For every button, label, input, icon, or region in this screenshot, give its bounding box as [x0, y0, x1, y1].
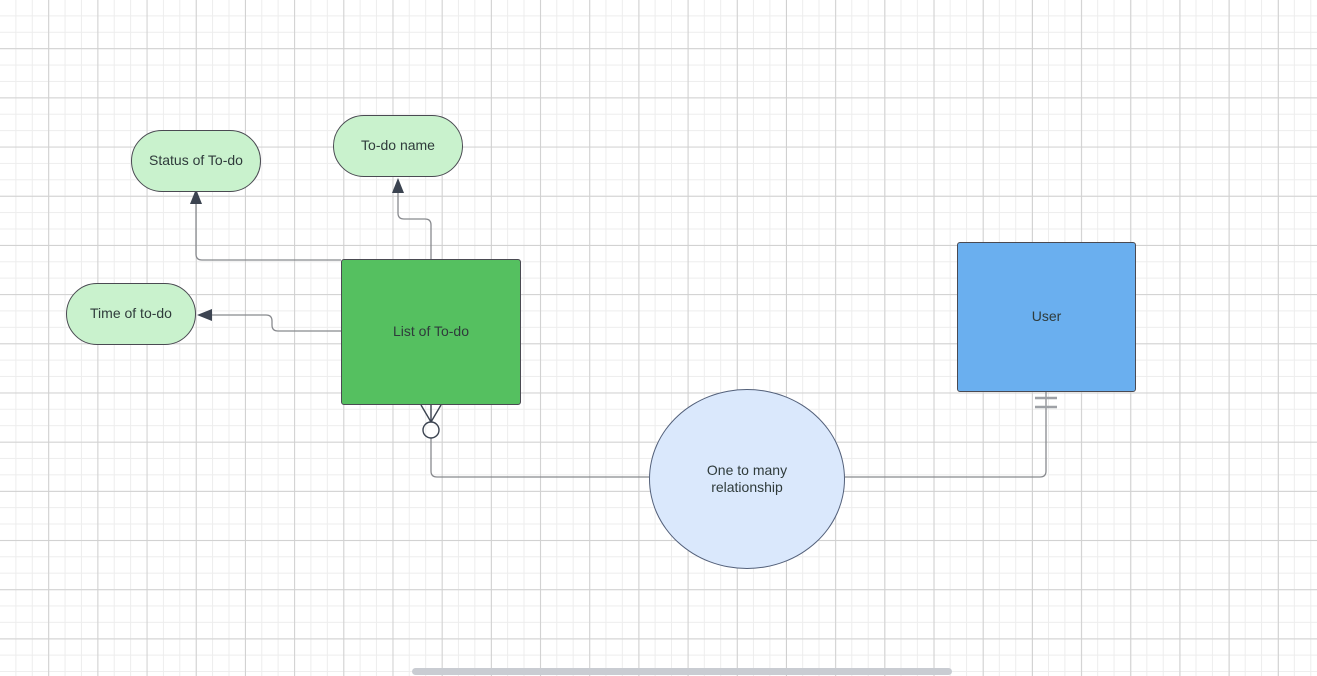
node-time-of-todo[interactable]: Time of to-do — [66, 283, 196, 345]
horizontal-scrollbar[interactable] — [0, 666, 1317, 676]
node-one-to-many-relationship[interactable]: One to many relationship — [649, 389, 845, 569]
node-label-one-to-many-relationship: One to many relationship — [707, 462, 787, 497]
node-label-time-of-todo: Time of to-do — [90, 305, 172, 322]
node-todo-name[interactable]: To-do name — [333, 115, 463, 177]
node-label-status-of-todo: Status of To-do — [149, 152, 243, 169]
horizontal-scrollbar-thumb[interactable] — [412, 668, 952, 675]
node-user[interactable]: User — [957, 242, 1136, 392]
edge-list-to-time[interactable] — [197, 309, 341, 332]
node-label-todo-name: To-do name — [361, 137, 435, 154]
node-label-list-of-todo: List of To-do — [392, 323, 469, 340]
relationship-label-line-2: relationship — [711, 479, 783, 495]
edge-list-to-todo-name[interactable] — [392, 178, 432, 259]
relationship-label-line-1: One to many — [706, 461, 788, 478]
node-status-of-todo[interactable]: Status of To-do — [131, 130, 261, 192]
edge-list-to-relationship[interactable] — [420, 404, 649, 478]
node-label-user: User — [1031, 308, 1062, 325]
edge-relationship-to-user[interactable] — [845, 392, 1057, 478]
node-list-of-todo[interactable]: List of To-do — [341, 259, 521, 405]
edge-list-to-status[interactable] — [190, 189, 341, 261]
